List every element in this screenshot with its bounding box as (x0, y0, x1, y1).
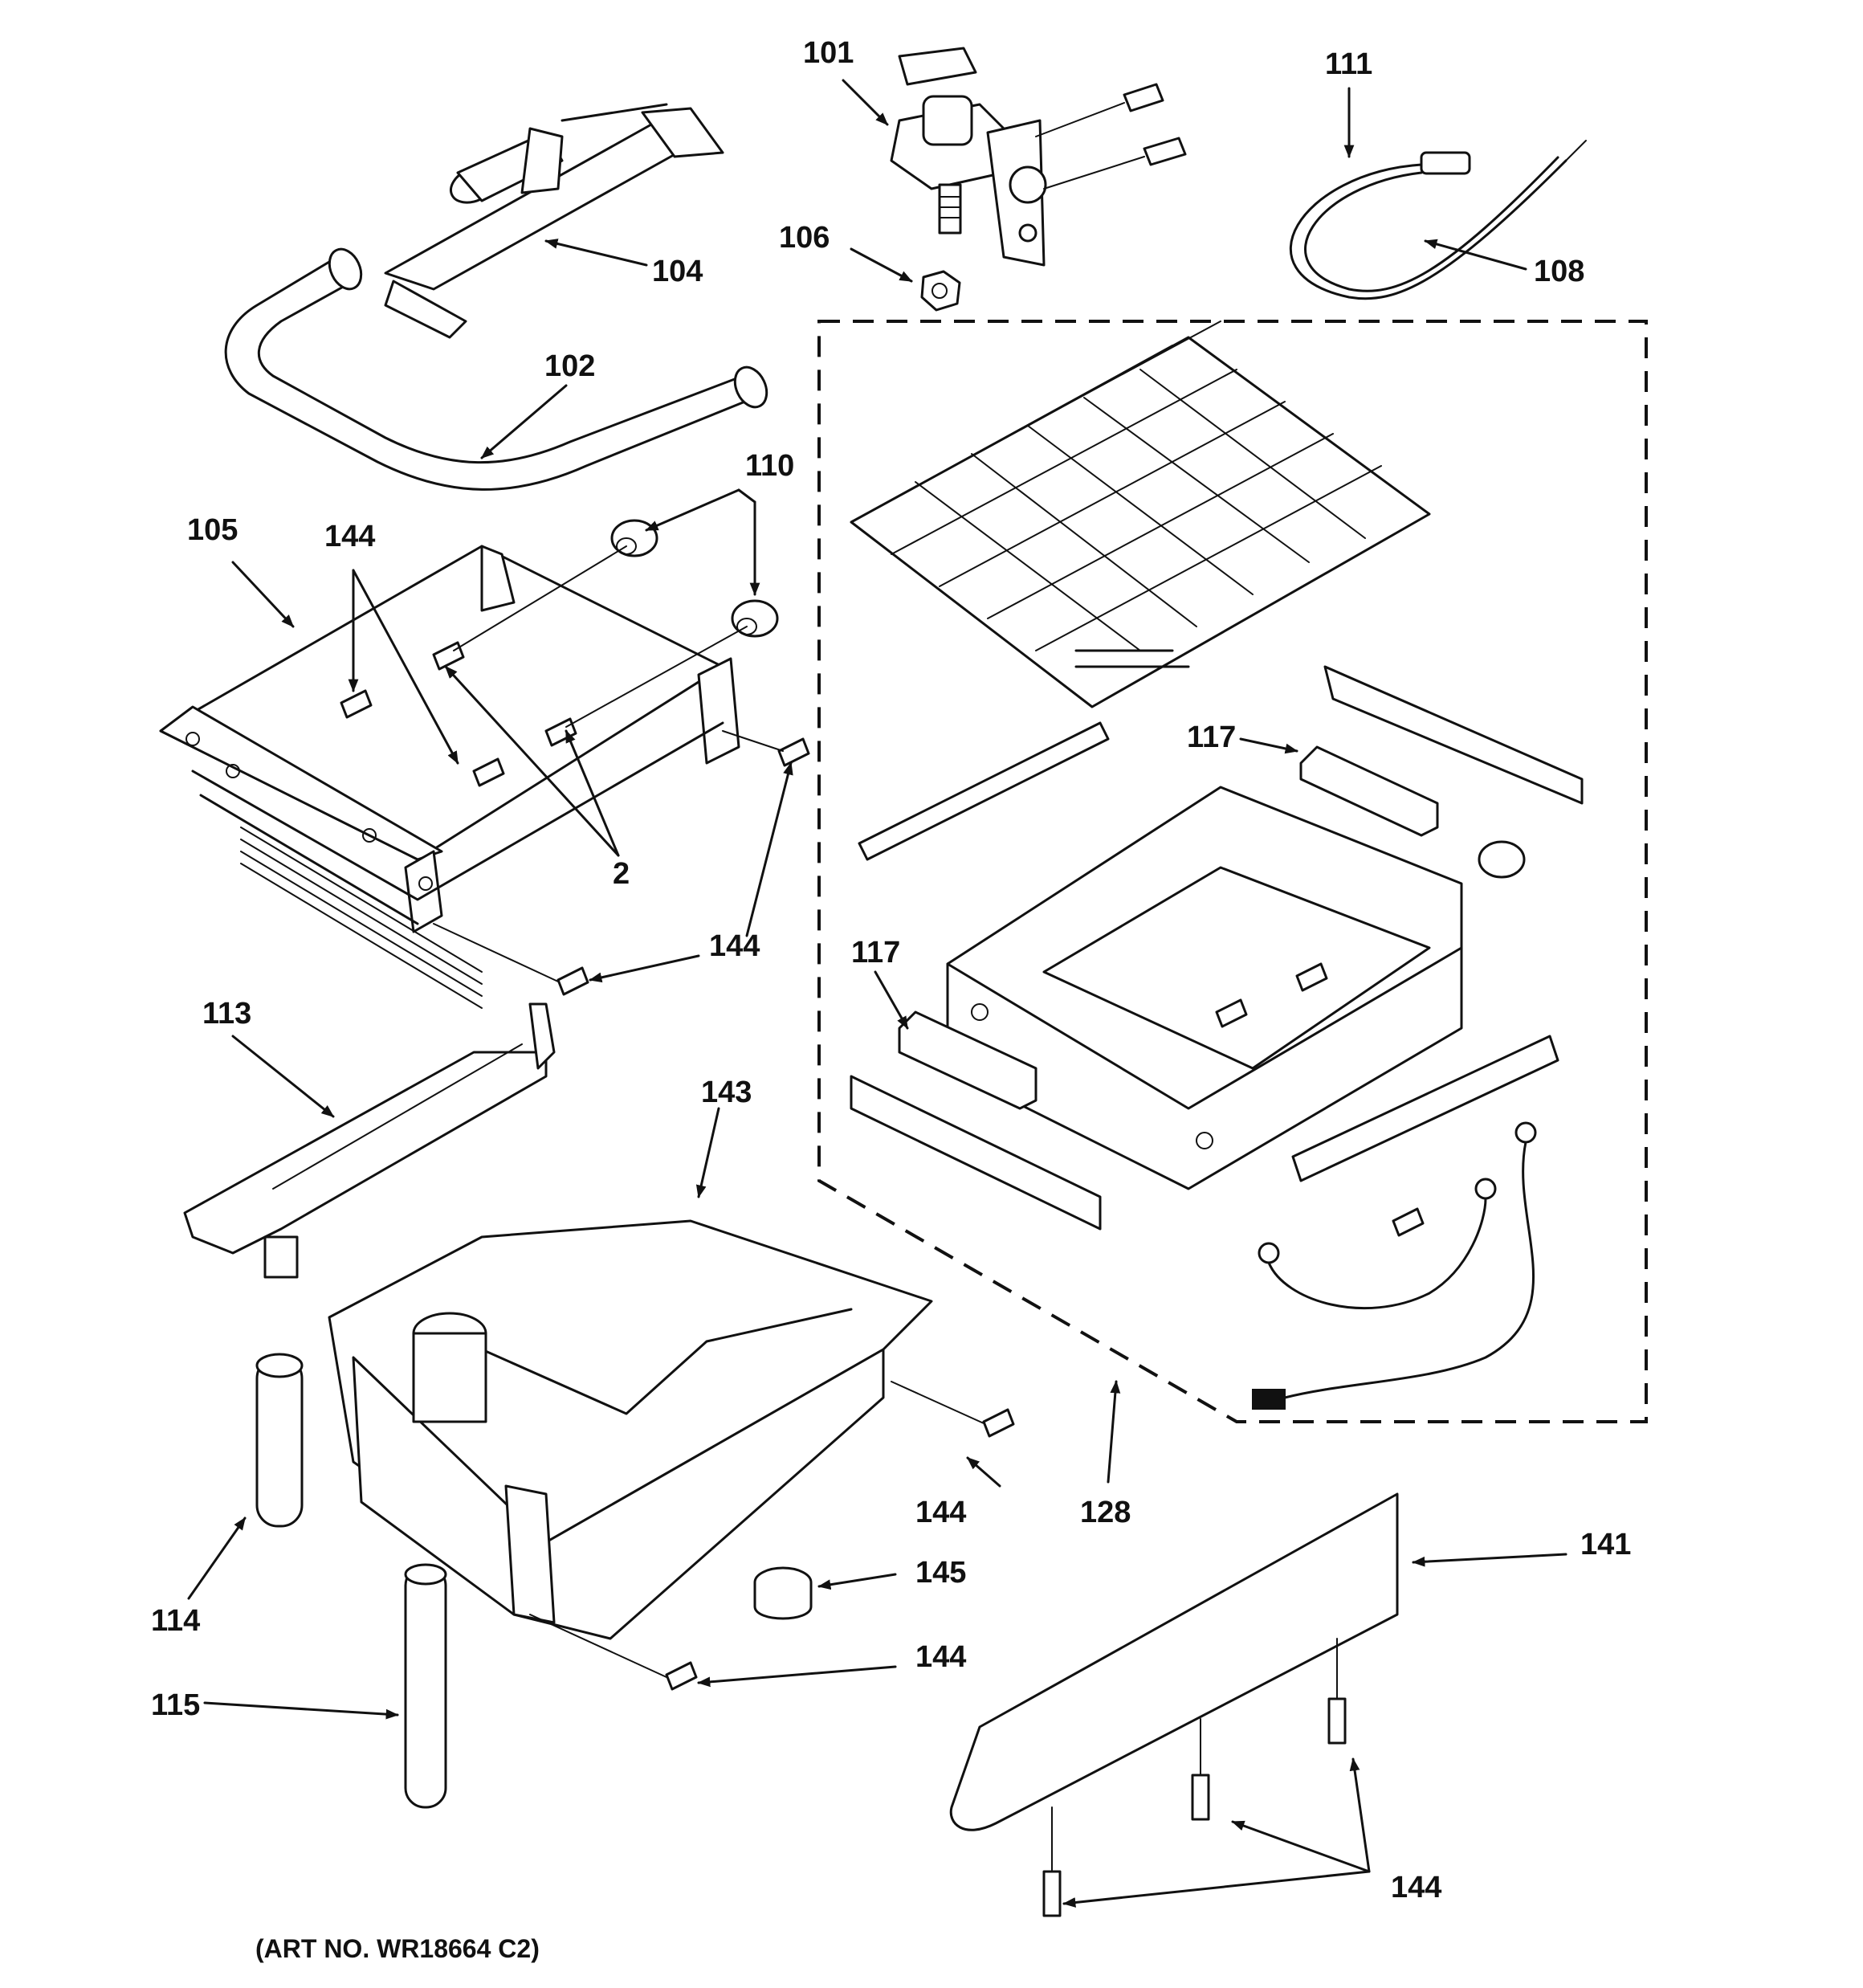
callout-144-bottom: 144 (915, 1640, 966, 1674)
callout-143: 143 (701, 1076, 752, 1109)
callout-145: 145 (915, 1556, 966, 1590)
cover-screws (1042, 1638, 1347, 1917)
fill-tube-part (224, 247, 768, 491)
screw-2-b (544, 626, 748, 747)
screw-2-a (432, 545, 627, 671)
callout-117-bottom: 117 (851, 936, 900, 970)
screw-144-c-part (891, 1381, 1015, 1438)
callout-106: 106 (779, 221, 830, 255)
callout-117-top: 117 (1187, 720, 1236, 754)
callout-144-mid: 144 (709, 929, 760, 963)
callout-144-cover: 144 (1391, 1871, 1441, 1904)
rail-right-bottom (1291, 1035, 1559, 1182)
frame-screws (1215, 962, 1425, 1237)
valve-screw-1 (1035, 83, 1164, 137)
cover-141-part (949, 1492, 1399, 1831)
screw-105-a (340, 689, 373, 719)
water-valve-part (890, 47, 1047, 267)
callout-114: 114 (151, 1604, 200, 1638)
fill-cup-part (384, 103, 724, 339)
wire-harness-part (1252, 1121, 1537, 1410)
art-number: (ART NO. WR18664 C2) (255, 1934, 540, 1963)
heater-grid-part (850, 320, 1431, 708)
ejector-bar-part (1299, 745, 1439, 837)
callout-110: 110 (745, 449, 794, 483)
hex-nut-part (920, 270, 961, 312)
mold-frame-part (946, 786, 1463, 1190)
tube-114-part (255, 1353, 304, 1528)
rail-right-top (1323, 665, 1584, 805)
screw-144-d-part (529, 1614, 698, 1691)
callout-102: 102 (544, 349, 595, 383)
valve-screw-2 (1043, 137, 1187, 190)
callout-labels: 101 111 106 104 108 102 110 105 144 117 … (151, 36, 1631, 1904)
ejector-bar-part-2 (898, 1010, 1037, 1110)
tube-115-part (404, 1563, 447, 1809)
callout-111: 111 (1325, 47, 1372, 81)
callout-105: 105 (187, 513, 238, 547)
frame-grommet (1478, 840, 1526, 879)
callout-2: 2 (613, 857, 630, 891)
callout-113: 113 (202, 997, 251, 1031)
callout-108: 108 (1534, 255, 1584, 288)
ice-bucket-part (328, 1219, 933, 1640)
callout-104: 104 (652, 255, 703, 288)
grommet-2 (731, 599, 779, 638)
callout-141: 141 (1580, 1528, 1631, 1561)
rail-left-top (858, 721, 1110, 861)
water-trough-part (183, 1002, 556, 1279)
evaporator-assembly-boundary (817, 320, 1648, 1423)
screw-105-b (472, 757, 505, 787)
callout-115: 115 (151, 1688, 200, 1722)
screw-105-d (433, 923, 589, 996)
foot-145-part (753, 1566, 813, 1620)
mold-bracket-part (159, 545, 740, 1009)
callout-128: 128 (1080, 1496, 1131, 1529)
leader-arrows (187, 79, 1567, 1908)
callout-101: 101 (803, 36, 854, 70)
callout-144-top: 144 (324, 520, 375, 553)
rail-left-bottom (850, 1075, 1102, 1231)
screw-105-c (722, 730, 810, 767)
callout-144-bucket: 144 (915, 1496, 966, 1529)
